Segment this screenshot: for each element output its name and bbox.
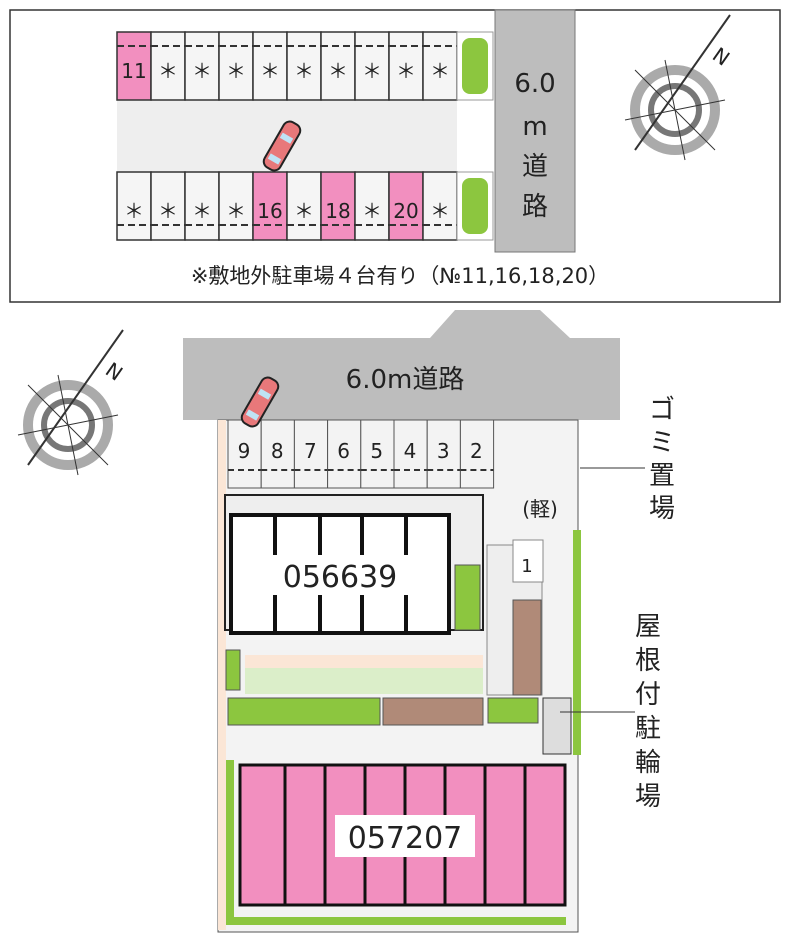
parking-stall	[422, 31, 458, 101]
stall-label: ＊	[362, 199, 382, 223]
garbage-label-char: 置	[649, 461, 675, 491]
parking-stall	[218, 31, 254, 101]
parking-stall	[184, 171, 220, 241]
kei-stall-number: 1	[521, 556, 532, 577]
stall-label: ＊	[260, 59, 280, 83]
planting	[487, 697, 539, 724]
stall-label: ＊	[192, 59, 212, 83]
lawn	[245, 668, 483, 694]
parking-stall	[260, 419, 295, 489]
offsite-road-label-4: 路	[522, 192, 548, 222]
shrub-icon	[462, 38, 488, 94]
stall-number: 4	[404, 439, 417, 463]
parking-stall	[327, 419, 362, 489]
stall-label: ＊	[294, 199, 314, 223]
stall-label: 11	[121, 59, 146, 83]
stall-label: ＊	[226, 59, 246, 83]
stall-number: 8	[271, 439, 284, 463]
planting	[454, 564, 481, 631]
offsite-road	[494, 9, 576, 253]
garbage-label-char: ミ	[649, 428, 675, 458]
parking-stall	[252, 171, 288, 241]
parking-stall	[388, 171, 424, 241]
front-road	[183, 310, 620, 420]
bike-parking-area	[382, 697, 484, 726]
offsite-bottom-row: ＊ ＊ ＊ ＊ 16 ＊ 18 ＊ 20 ＊	[116, 171, 458, 241]
parking-stall	[286, 31, 322, 101]
kei-label: (軽)	[522, 497, 558, 521]
bike-label-char: 駐	[635, 714, 661, 744]
offsite-road-label-3: 道	[522, 152, 548, 182]
parking-stall	[354, 31, 390, 101]
car-icon	[262, 120, 302, 172]
label-bg	[272, 556, 408, 594]
parking-stall	[116, 31, 152, 101]
stall-label: ＊	[192, 199, 212, 223]
stall-label: 18	[325, 199, 350, 223]
planting	[227, 697, 381, 726]
planting	[226, 917, 566, 925]
stall-label: ＊	[294, 59, 314, 83]
car-icon	[240, 376, 280, 428]
stall-number: 6	[337, 439, 350, 463]
parking-stall	[150, 31, 186, 101]
building-056639-label: 056639	[283, 560, 398, 595]
svg-text:N: N	[101, 357, 127, 385]
stall-label: ＊	[396, 59, 416, 83]
offsite-road-label-1: 6.0	[514, 69, 555, 99]
stall-number: 9	[238, 439, 251, 463]
stall-label: 16	[257, 199, 282, 223]
parking-stall	[393, 419, 428, 489]
parking-stall	[426, 419, 461, 489]
north-compass-icon: N	[17, 329, 127, 476]
stall-number: 2	[470, 439, 483, 463]
parking-stall	[252, 31, 288, 101]
garbage-label-char: ゴ	[649, 395, 675, 425]
parking-stall	[354, 171, 390, 241]
bike-label-char: 屋	[635, 612, 661, 642]
building-057207-label: 057207	[348, 821, 463, 856]
stall-number: 7	[304, 439, 317, 463]
stall-label: ＊	[430, 199, 450, 223]
bike-label-char: 根	[635, 646, 661, 676]
bike-parking-area	[512, 599, 542, 696]
stall-number: 5	[370, 439, 383, 463]
stall-number: 3	[437, 439, 450, 463]
shrub-icon	[462, 178, 488, 234]
parking-stall	[286, 171, 322, 241]
parking-stall	[293, 419, 329, 489]
bike-label-char: 場	[635, 782, 661, 812]
offsite-parking-note: ※敷地外駐車場４台有り（№11,16,18,20）	[191, 264, 609, 288]
parking-stall	[360, 419, 395, 489]
bike-label-char: 輪	[635, 748, 661, 778]
stall-label: ＊	[430, 59, 450, 83]
stall-label: ＊	[124, 199, 144, 223]
offsite-top-row: 11 ＊ ＊ ＊ ＊ ＊ ＊ ＊ ＊ ＊	[116, 31, 458, 101]
stall-label: ＊	[226, 199, 246, 223]
parking-stall	[150, 171, 186, 241]
path	[218, 420, 226, 930]
parking-stall	[218, 171, 254, 241]
label-bg	[335, 815, 475, 857]
stall-label: ＊	[328, 59, 348, 83]
planting	[226, 760, 234, 925]
stall-label: 20	[393, 199, 418, 223]
offsite-road-label-2: m	[522, 112, 547, 142]
front-road-label: 6.0m道路	[346, 365, 465, 395]
stall-label: ＊	[362, 59, 382, 83]
bike-label-char: 付	[635, 680, 661, 710]
stall-label: ＊	[158, 59, 178, 83]
garbage-area	[542, 697, 572, 755]
parking-stall	[459, 419, 495, 489]
path	[245, 655, 483, 668]
stall-label: ＊	[158, 199, 178, 223]
kei-stall	[512, 539, 544, 583]
planting	[225, 649, 241, 691]
garbage-label-char: 場	[649, 494, 675, 524]
planting	[573, 530, 581, 755]
